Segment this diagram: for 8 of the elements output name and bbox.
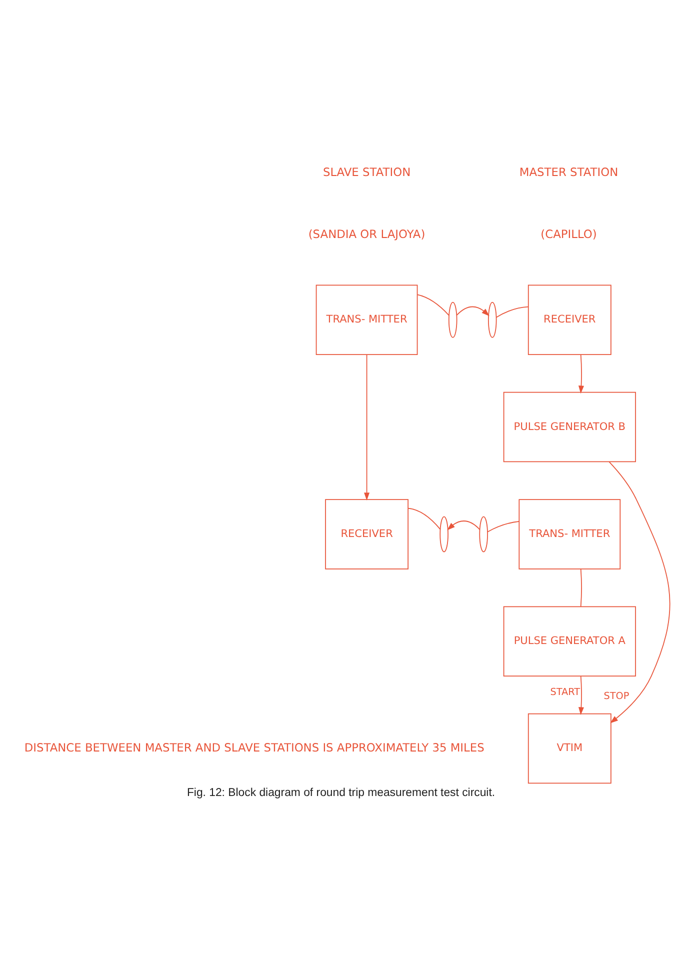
label: SLAVE STATION	[322, 164, 411, 179]
label: DISTANCE BETWEEN MASTER AND SLAVE STATIONS IS APPROXIMATELY 35 MILES	[24, 740, 484, 754]
label: (CAPILLO)	[540, 227, 597, 242]
edge-label: START	[550, 686, 580, 698]
edge-label: STOP	[604, 691, 630, 702]
label: MASTER STATION	[519, 164, 618, 179]
label: (SANDIA OR LAJOYA)	[308, 227, 426, 242]
caption: Fig. 12: Block diagram of round trip measurement test circuit.	[186, 786, 496, 799]
